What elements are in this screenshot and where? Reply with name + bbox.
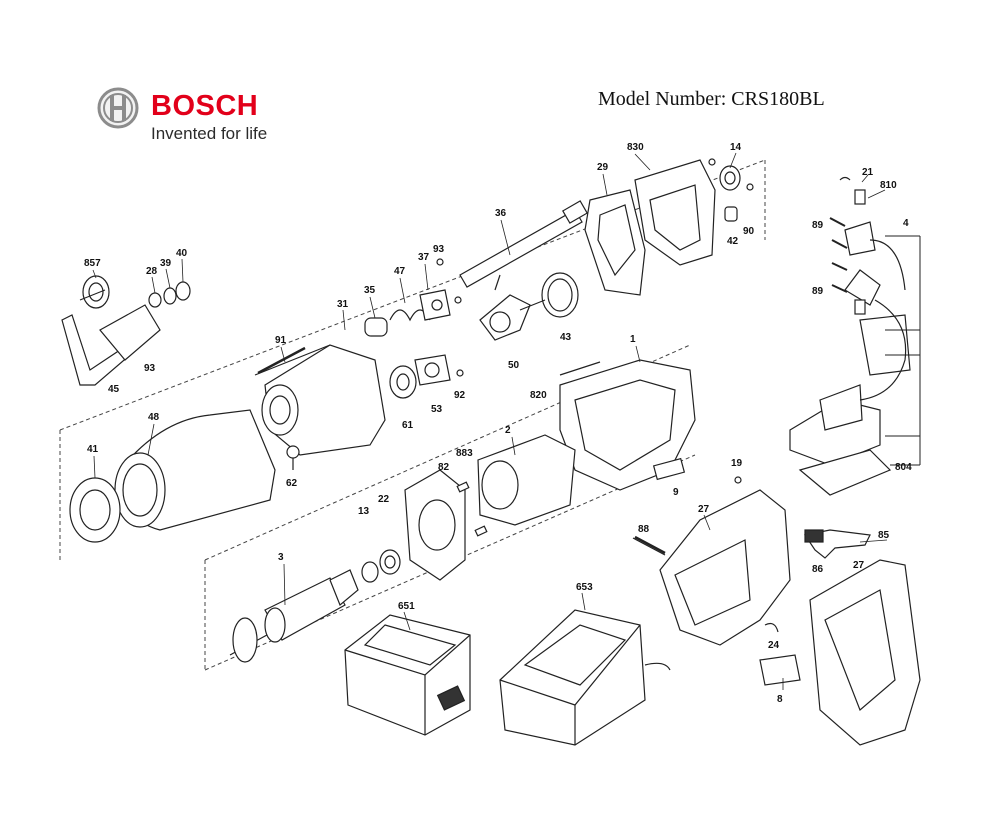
callout: 90 xyxy=(743,226,755,237)
callout: 4 xyxy=(903,218,909,229)
part-charger xyxy=(499,609,671,746)
callout-labels: 857 28 39 40 93 45 41 48 91 31 35 47 37 … xyxy=(84,142,912,705)
callout: 85 xyxy=(878,530,890,541)
leader-lines xyxy=(92,152,888,690)
part-front-boot xyxy=(69,409,276,543)
callout: 48 xyxy=(148,412,160,423)
callout: 88 xyxy=(638,524,650,535)
callout: 50 xyxy=(508,360,520,371)
part-screws xyxy=(257,217,848,555)
callout: 42 xyxy=(727,236,739,247)
callout: 857 xyxy=(84,258,101,269)
callout: 40 xyxy=(176,248,188,259)
callout: 43 xyxy=(560,332,572,343)
bosch-logo: BOSCH Invented for life xyxy=(96,86,296,146)
callout: 89 xyxy=(812,220,824,231)
callout: 47 xyxy=(394,266,406,277)
callout: 13 xyxy=(358,506,370,517)
part-gear-housing xyxy=(254,344,386,470)
bracket-lines xyxy=(79,235,921,466)
callout: 36 xyxy=(495,208,507,219)
callout: 19 xyxy=(731,458,743,469)
brand-name: BOSCH xyxy=(151,90,259,122)
callout: 93 xyxy=(433,244,445,255)
callout: 2 xyxy=(505,425,511,436)
callout: 61 xyxy=(402,420,414,431)
callout: 1 xyxy=(630,334,636,345)
part-blade-clamp xyxy=(61,275,191,386)
callout: 8 xyxy=(777,694,783,705)
callout: 92 xyxy=(454,390,466,401)
callout: 27 xyxy=(698,504,710,515)
callout: 804 xyxy=(895,462,912,473)
part-electronics xyxy=(789,176,911,496)
callout: 28 xyxy=(146,266,158,277)
part-bearings xyxy=(364,258,464,399)
callout: 810 xyxy=(880,180,897,191)
callout: 62 xyxy=(286,478,298,489)
callout: 830 xyxy=(627,142,644,153)
callout: 9 xyxy=(673,487,679,498)
brand-tagline: Invented for life xyxy=(151,124,268,143)
callout: 89 xyxy=(812,286,824,297)
part-battery xyxy=(344,614,471,736)
callout: 93 xyxy=(144,363,156,374)
callout: 29 xyxy=(597,162,609,173)
part-handle-right xyxy=(809,559,921,746)
callout: 22 xyxy=(378,494,390,505)
callout: 651 xyxy=(398,601,415,612)
part-trigger xyxy=(804,529,871,559)
part-gear-cover xyxy=(634,158,754,266)
part-gasket xyxy=(584,189,646,296)
part-plunger xyxy=(459,200,588,341)
callout: 27 xyxy=(853,560,865,571)
callout: 35 xyxy=(364,285,376,296)
callout: 45 xyxy=(108,384,120,395)
callout: 41 xyxy=(87,444,99,455)
part-armature xyxy=(229,549,401,663)
callout: 31 xyxy=(337,299,349,310)
callout: 53 xyxy=(431,404,443,415)
model-number: Model Number: CRS180BL xyxy=(598,88,825,110)
callout: 82 xyxy=(438,462,450,473)
callout: 86 xyxy=(812,564,824,575)
callout: 3 xyxy=(278,552,284,563)
callout: 653 xyxy=(576,582,593,593)
part-field xyxy=(404,434,576,581)
callout: 21 xyxy=(862,167,874,178)
bosch-armature-icon xyxy=(97,87,139,129)
callout: 24 xyxy=(768,640,780,651)
callout: 91 xyxy=(275,335,287,346)
callout: 14 xyxy=(730,142,742,153)
callout: 883 xyxy=(456,448,473,459)
callout: 37 xyxy=(418,252,430,263)
part-motor-housing xyxy=(559,359,696,491)
callout: 39 xyxy=(160,258,172,269)
callout: 820 xyxy=(530,390,547,401)
part-handle-left xyxy=(632,476,801,686)
